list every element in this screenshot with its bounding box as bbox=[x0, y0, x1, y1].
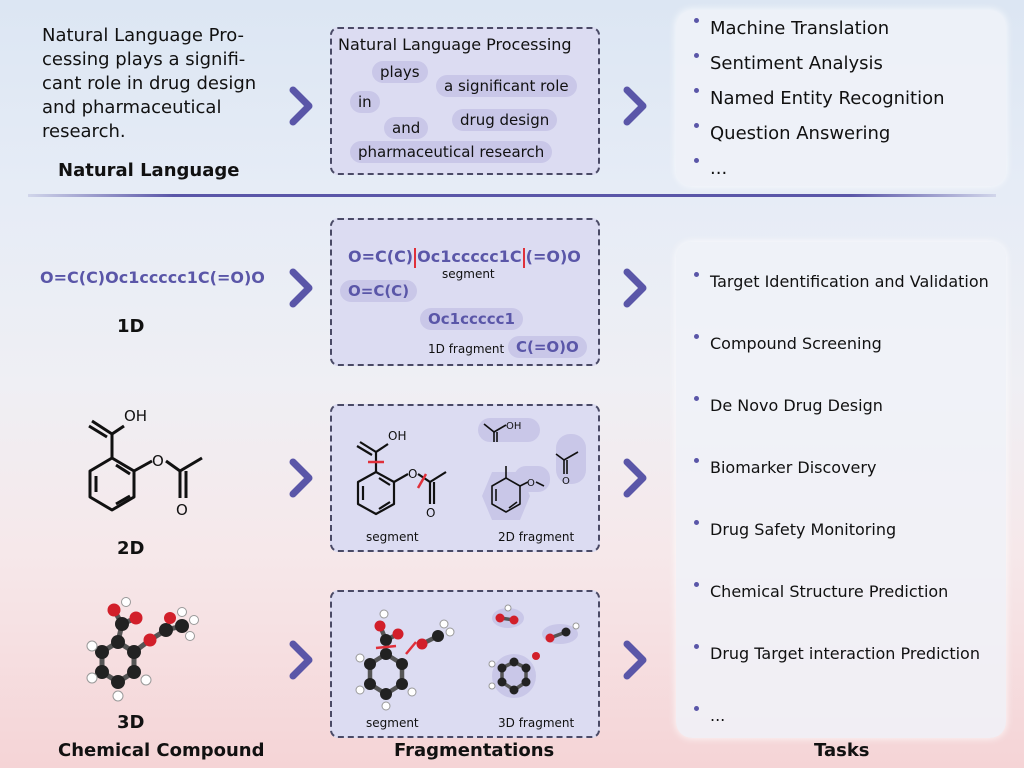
fragment-box-3d: segment 3D fragment bbox=[330, 590, 600, 738]
column-label-fragmentations: Fragmentations bbox=[394, 740, 555, 761]
cut-mark bbox=[414, 247, 417, 268]
label-1d: 1D bbox=[117, 316, 145, 337]
fragment-label-1d: 1D fragment bbox=[428, 342, 505, 356]
nlp-task: Sentiment Analysis bbox=[694, 53, 945, 88]
column-label-compound: Chemical Compound bbox=[58, 740, 265, 761]
nl-chip-significant-role: a significant role bbox=[436, 75, 577, 97]
drug-task: Drug Target interaction Prediction bbox=[694, 644, 989, 706]
nl-line-4: and pharmaceutical bbox=[42, 97, 222, 118]
atom-o: O bbox=[176, 501, 188, 519]
segment-label: segment bbox=[442, 267, 495, 281]
aspirin-2d-structure: OH O O bbox=[88, 407, 203, 519]
atom-o: O bbox=[408, 467, 417, 481]
drug-task: De Novo Drug Design bbox=[694, 396, 989, 458]
nl-chip-title: Natural Language Processing bbox=[338, 35, 572, 54]
label-2d: 2D bbox=[117, 538, 145, 559]
cut-mark bbox=[416, 473, 428, 489]
atom-o: O bbox=[562, 476, 570, 487]
segment-label-3d: segment bbox=[366, 716, 419, 730]
atom-o: O bbox=[426, 506, 435, 520]
nlp-task: Question Answering bbox=[694, 123, 945, 158]
atom-o: O bbox=[152, 452, 164, 470]
drug-task-panel: Target Identification and Validation Com… bbox=[676, 242, 1006, 738]
arrow-right-icon bbox=[623, 640, 647, 680]
segment-label-2d: segment bbox=[366, 530, 419, 544]
fragment-box-1d: O=C(C)Oc1ccccc1C(=O)O segment O=C(C) Oc1… bbox=[330, 218, 600, 366]
segmented-2d-structure: OH O O bbox=[356, 429, 447, 520]
nl-line-1: Natural Language Pro- bbox=[42, 25, 245, 46]
nl-paragraph: Natural Language Pro- cessing plays a si… bbox=[42, 24, 256, 144]
column-label-tasks: Tasks bbox=[814, 740, 870, 761]
aspirin-3d-model bbox=[86, 597, 199, 702]
drug-task: Chemical Structure Prediction bbox=[694, 582, 989, 644]
nl-line-2: cessing plays a signifi- bbox=[42, 49, 246, 70]
smiles-part: O=C(C) bbox=[348, 247, 414, 266]
nlp-task-panel: Machine Translation Sentiment Analysis N… bbox=[676, 10, 1006, 186]
fragment-box-2d: OH O O OH O O segment bbox=[330, 404, 600, 552]
smiles-part: C bbox=[509, 247, 522, 266]
nl-chip-pharma-research: pharmaceutical research bbox=[350, 141, 553, 163]
nl-fragment-box: Natural Language Processing plays a sign… bbox=[330, 27, 600, 175]
fragment-chip-1d: Oc1ccccc1 bbox=[420, 308, 523, 330]
nl-chip-plays: plays bbox=[372, 61, 428, 83]
drug-task: ... bbox=[694, 706, 989, 728]
arrow-right-icon bbox=[289, 458, 313, 498]
nl-line-5: research. bbox=[42, 121, 126, 142]
fragment-label-3d: 3D fragment bbox=[498, 716, 575, 730]
nlp-task: ... bbox=[694, 158, 945, 193]
smiles-part: Oc1ccccc1 bbox=[417, 247, 510, 266]
drug-task: Drug Safety Monitoring bbox=[694, 520, 989, 582]
drug-task: Target Identification and Validation bbox=[694, 272, 989, 334]
arrow-right-icon bbox=[623, 86, 647, 126]
smiles-split: O=C(C)Oc1ccccc1C(=O)O bbox=[348, 247, 581, 268]
drug-task: Biomarker Discovery bbox=[694, 458, 989, 520]
nlp-task: Named Entity Recognition bbox=[694, 88, 945, 123]
atom-oh: OH bbox=[388, 429, 406, 443]
fragments-3d-model bbox=[488, 604, 580, 698]
arrow-right-icon bbox=[623, 458, 647, 498]
arrow-right-icon bbox=[289, 268, 313, 308]
fragment-chip-1d: O=C(C) bbox=[340, 280, 418, 302]
atom-oh: OH bbox=[124, 407, 147, 425]
cut-mark bbox=[405, 641, 417, 655]
drug-task: Compound Screening bbox=[694, 334, 989, 396]
section-divider bbox=[28, 194, 996, 197]
nl-line-3: cant role in drug design bbox=[42, 73, 257, 94]
nl-chip-in: in bbox=[350, 91, 380, 113]
smiles-part: (=O)O bbox=[525, 247, 581, 266]
cut-mark bbox=[522, 247, 525, 268]
fragment-chip-1d: C(=O)O bbox=[508, 336, 587, 358]
fragment-label-2d: 2D fragment bbox=[498, 530, 575, 544]
nlp-task: Machine Translation bbox=[694, 18, 945, 53]
atom-o: O bbox=[527, 478, 535, 489]
natural-language-label: Natural Language bbox=[58, 160, 240, 181]
arrow-right-icon bbox=[289, 86, 313, 126]
atom-oh: OH bbox=[506, 421, 521, 432]
cut-mark bbox=[375, 644, 397, 650]
arrow-right-icon bbox=[289, 640, 313, 680]
fragments-2d-structure: OH O O bbox=[478, 418, 586, 520]
smiles-1d: O=C(C)Oc1ccccc1C(=O)O bbox=[40, 268, 265, 287]
arrow-right-icon bbox=[623, 268, 647, 308]
segmented-3d-model bbox=[355, 609, 455, 711]
label-3d: 3D bbox=[117, 712, 145, 733]
nl-chip-and: and bbox=[384, 117, 429, 139]
nl-chip-drug-design: drug design bbox=[452, 109, 558, 131]
